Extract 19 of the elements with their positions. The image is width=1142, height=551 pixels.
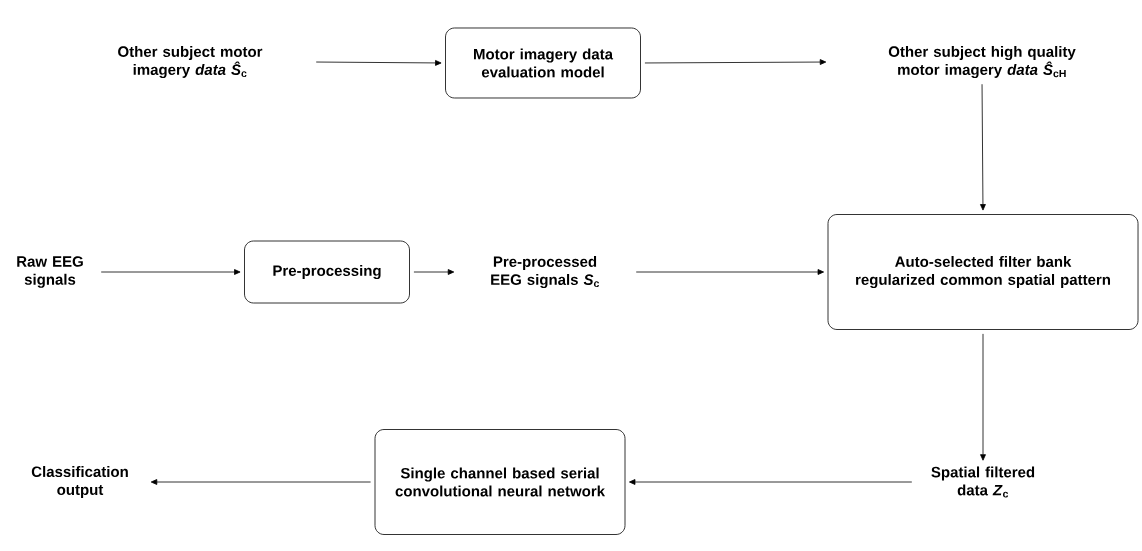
arrow [644, 59, 827, 65]
arrow [629, 479, 913, 485]
arrow [635, 269, 824, 275]
arrow [413, 269, 455, 275]
process-box: Single channel based serial convolutional neural network [374, 429, 626, 535]
process-box: Auto-selected filter bank regularized common spatial pattern [827, 214, 1139, 330]
text-label: Classification output [31, 466, 128, 498]
text-label: Raw EEG signals [17, 256, 83, 288]
text-label: Other subject motor imagery data Ŝ$_{c}$ [118, 46, 263, 79]
arrow [315, 60, 442, 66]
arrow [100, 269, 241, 275]
arrow [980, 83, 986, 211]
text-label: Spatial filtered data Z$_{c}$ [931, 466, 1035, 498]
text-label: Other subject high quality motor imagery data Ŝ$_{cH}$ [888, 46, 1076, 79]
text-label: Pre-processed EEG signals S$_{c}$ [491, 256, 600, 289]
arrow [150, 479, 371, 485]
process-box: Motor imagery data evaluation model [445, 27, 641, 99]
process-box: Pre-processing [244, 240, 410, 304]
arrow [980, 333, 986, 461]
